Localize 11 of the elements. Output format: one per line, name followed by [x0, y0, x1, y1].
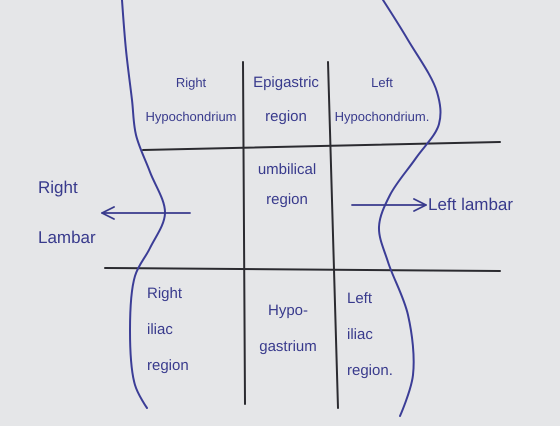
region-label: umbilical region [256, 160, 318, 210]
region-label: Hypo- gastrium [258, 301, 318, 357]
region-label: Right iliac region [147, 284, 190, 376]
region-label: Right Hypochondrium [144, 74, 238, 126]
region-label: Epigastric region [252, 73, 320, 127]
region-label: Right Lambar [38, 163, 100, 263]
region-label: Left lambar [428, 193, 514, 217]
region-label: Left iliac region. [347, 289, 394, 381]
region-label: Left Hypochondrium. [334, 74, 430, 126]
arrow [101, 206, 191, 220]
arrow [351, 198, 427, 212]
